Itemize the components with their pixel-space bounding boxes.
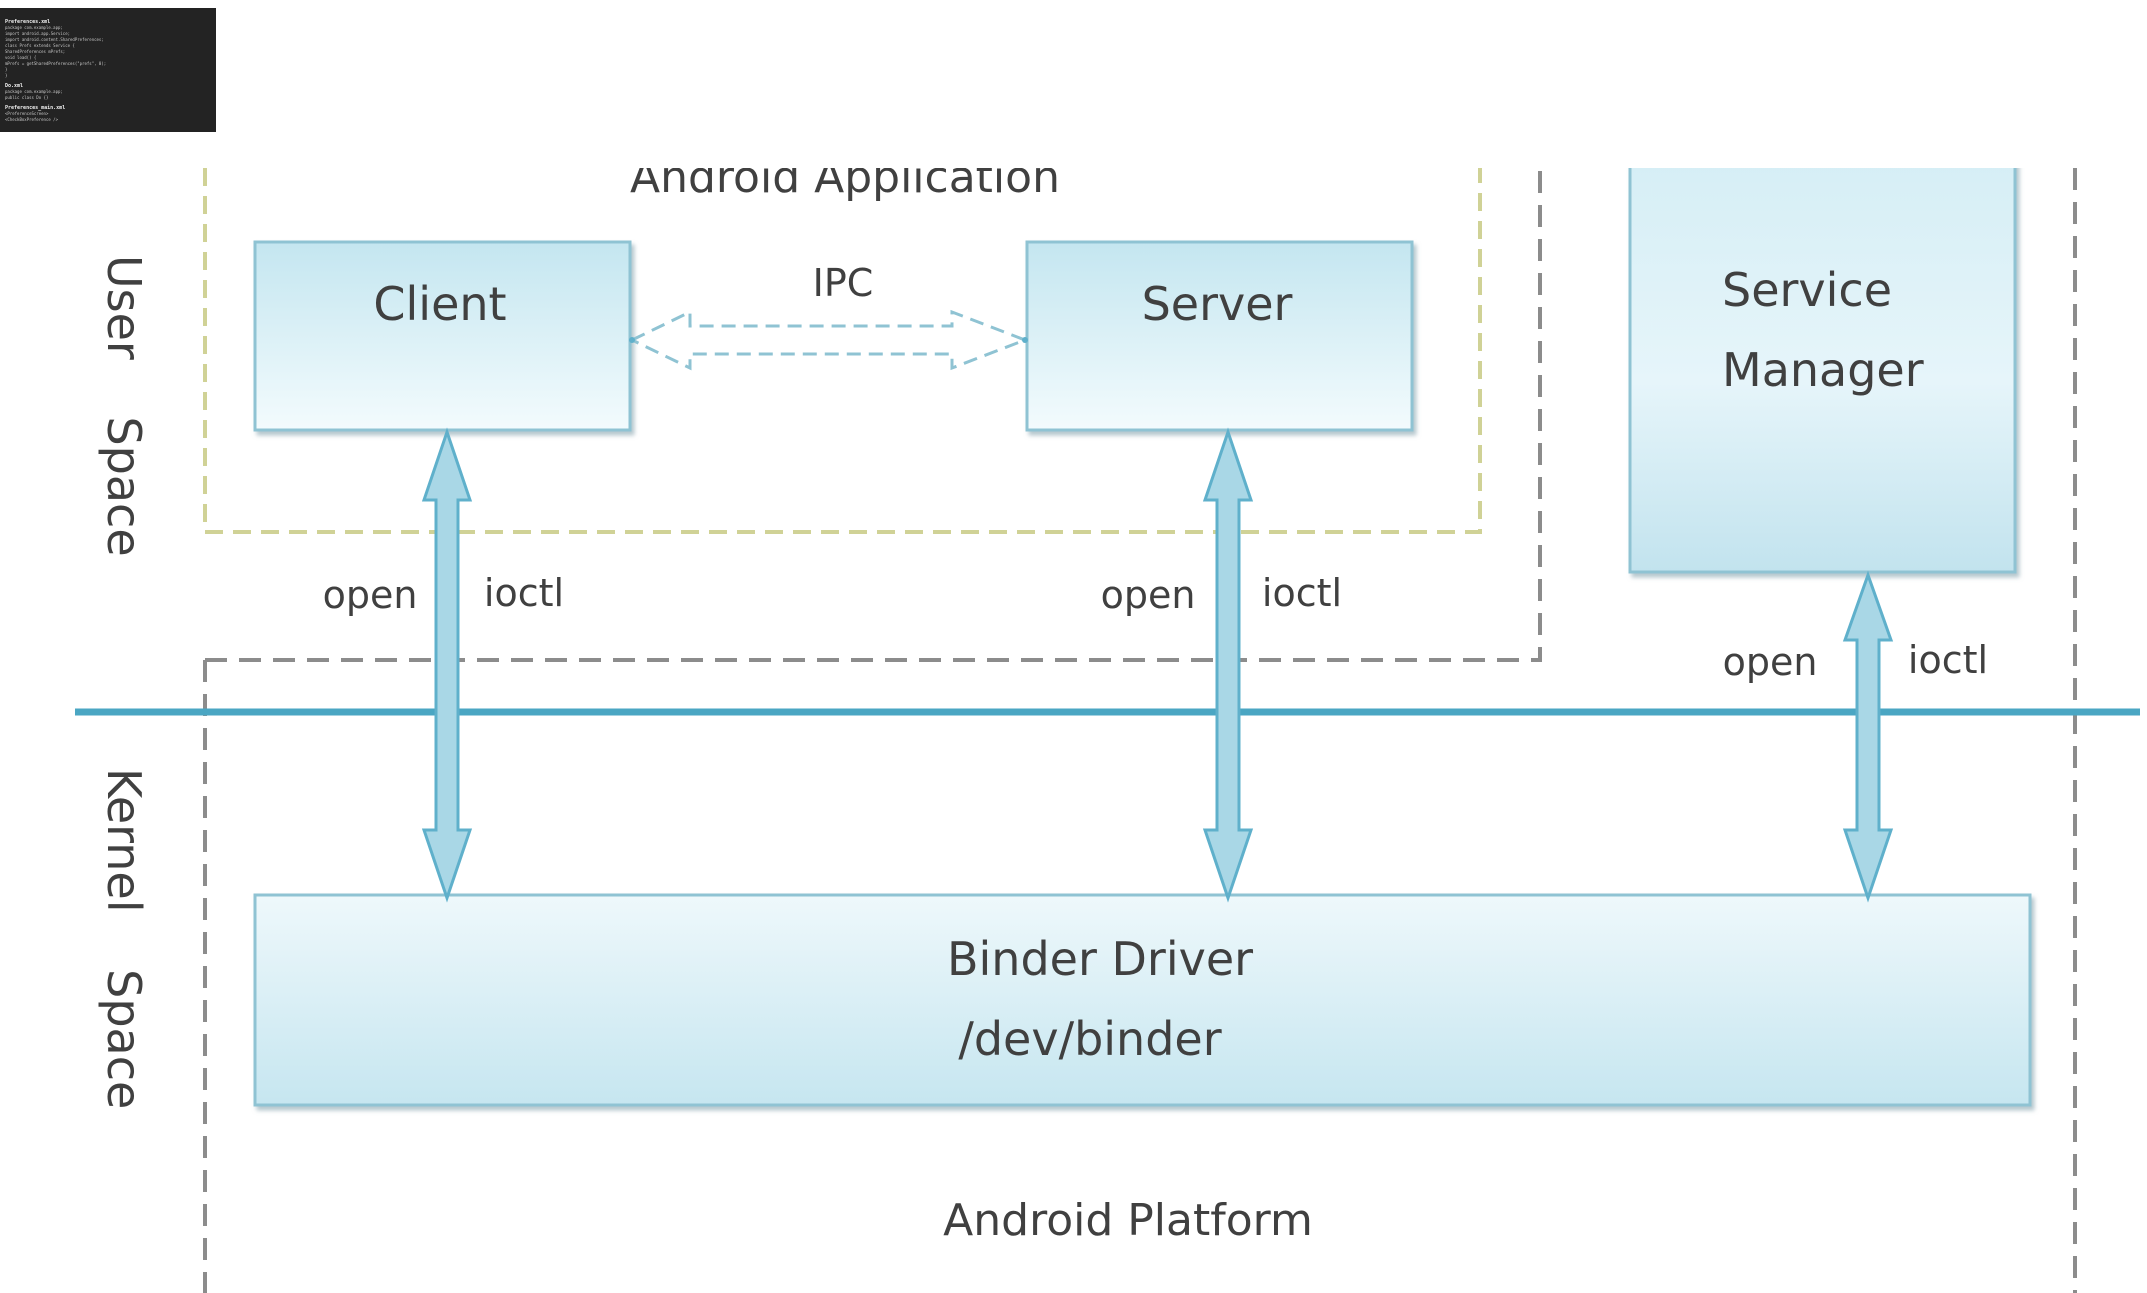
thumbnail-heading-line: Preferences_main.xml — [5, 105, 65, 111]
client-binder-arrow — [421, 427, 473, 903]
client-open-label: open — [323, 573, 418, 617]
service-manager-open-label: open — [1723, 640, 1818, 684]
client-ioctl-label: ioctl — [484, 571, 564, 615]
server-label: Server — [1142, 277, 1293, 331]
client-box — [253, 240, 632, 432]
thumbnail-code-line: class Prefs extends Service { — [5, 43, 75, 48]
thumbnail-code-line: void load() { — [5, 55, 36, 60]
android-application-boundary — [203, 168, 1482, 534]
android-platform-label: Android Platform — [943, 1195, 1313, 1246]
binder-driver-label-line1: Binder Driver — [947, 932, 1253, 986]
server-box — [1025, 240, 1414, 432]
ipc-label: IPC — [813, 261, 874, 305]
ipc-arrow — [628, 309, 1030, 371]
app-process-boundary — [205, 168, 1542, 662]
service-manager-binder-arrow — [1842, 570, 1894, 903]
kernel-space-label: Kernel Space — [97, 768, 151, 1109]
user-space-label: User Space — [97, 255, 151, 557]
thumbnail-code-line: package com.example.app; — [5, 89, 63, 94]
server-binder-arrow — [1202, 427, 1254, 903]
thumbnail-code-line: mPrefs = getSharedPreferences("prefs", 0… — [5, 61, 106, 66]
service-manager-label-line1: Service — [1722, 263, 1892, 317]
thumbnail-code-line: SharedPreferences mPrefs; — [5, 49, 65, 54]
binder-driver-box — [253, 893, 2032, 1107]
thumbnail-heading-line: Preferences.xml — [5, 19, 50, 25]
server-open-label: open — [1101, 573, 1196, 617]
thumbnail-code-line: } — [5, 67, 7, 72]
thumbnail-code-line: <CheckBoxPreference /> — [5, 117, 59, 122]
thumbnail-code-line: import android.app.Service; — [5, 31, 70, 36]
thumbnail-heading-line: Do.xml — [5, 83, 23, 89]
binder-driver-label-line2: /dev/binder — [958, 1012, 1221, 1066]
thumbnail-code-line: } — [5, 73, 7, 78]
thumbnail-code-line: <PreferenceScreen> — [5, 111, 49, 116]
top-band — [0, 0, 2147, 168]
client-label: Client — [373, 277, 506, 331]
server-ioctl-label: ioctl — [1262, 571, 1342, 615]
service-manager-label-line2: Manager — [1722, 343, 1924, 397]
thumbnail-code-line: package com.example.app; — [5, 25, 63, 30]
service-manager-ioctl-label: ioctl — [1908, 638, 1988, 682]
thumbnail-code-line: public class Do {} — [5, 95, 48, 100]
thumbnail-code-line: import android.content.SharedPreferences… — [5, 37, 104, 42]
